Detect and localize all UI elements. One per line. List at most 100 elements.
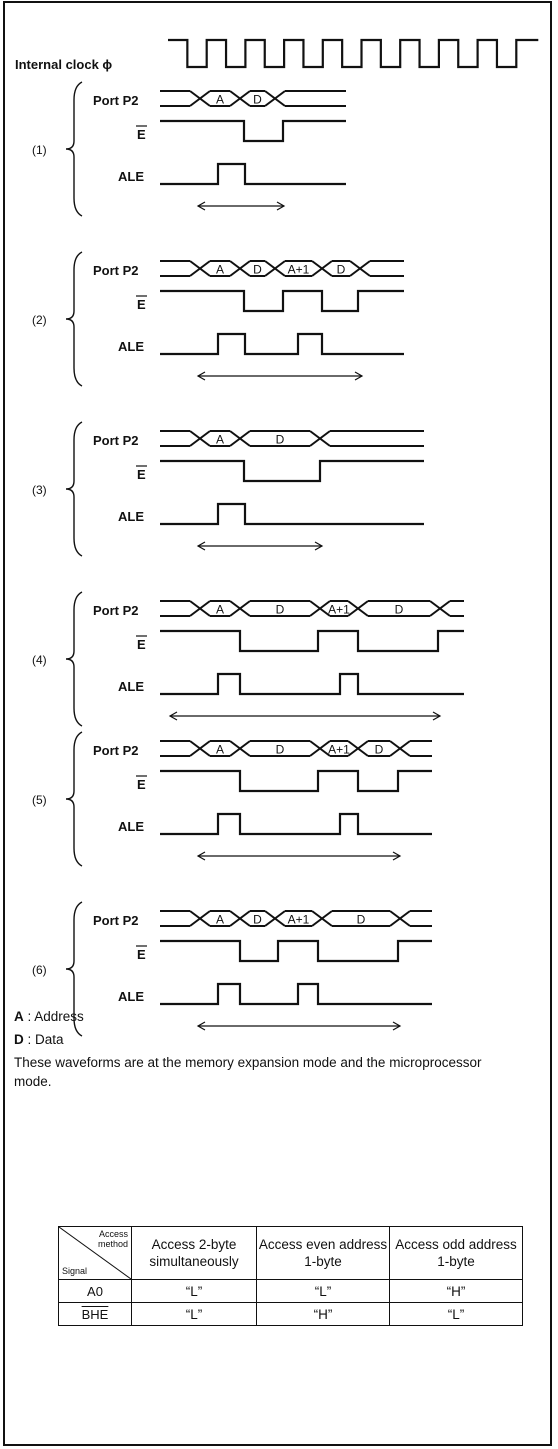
bus-value-label: D bbox=[253, 93, 262, 107]
bus-value-label: A bbox=[216, 603, 224, 617]
bus-value-label: A bbox=[216, 913, 224, 927]
bus-transition bbox=[229, 740, 251, 757]
table-cell: “L” bbox=[389, 1302, 523, 1326]
legend-key-d: D bbox=[14, 1032, 24, 1047]
ale-waveform bbox=[160, 812, 432, 836]
bus-transition bbox=[389, 910, 411, 927]
legend-sep-d: : bbox=[23, 1032, 36, 1047]
legend-key-a: A bbox=[14, 1009, 24, 1024]
clock-waveform bbox=[168, 38, 539, 69]
e-bar-label: E bbox=[137, 947, 146, 962]
bus-value-label: A+1 bbox=[328, 743, 350, 757]
table-cell: “L” bbox=[131, 1279, 257, 1303]
bus-value-label: D bbox=[253, 263, 262, 277]
bus-transition bbox=[189, 740, 211, 757]
table-row: BHE “L” “H” “L” bbox=[58, 1302, 523, 1326]
bus-value-label: A+1 bbox=[288, 913, 310, 927]
signal-a0-label: A0 bbox=[87, 1283, 103, 1299]
corner-diagonal bbox=[59, 1227, 131, 1279]
bus-value-label: D bbox=[276, 603, 285, 617]
access-table: Access method Signal Access 2-byte simul… bbox=[58, 1226, 523, 1326]
table-row: A0 “L” “L” “H” bbox=[58, 1279, 523, 1303]
case-brace bbox=[65, 421, 83, 557]
legend-text-a: Address bbox=[34, 1009, 84, 1024]
bus-value-label: D bbox=[337, 263, 346, 277]
bus-value-label: A bbox=[216, 743, 224, 757]
table-header-3: Access odd address 1-byte bbox=[389, 1226, 523, 1280]
table-cell: “L” bbox=[256, 1279, 390, 1303]
signal-a0: A0 bbox=[58, 1279, 132, 1303]
e-waveform bbox=[160, 629, 464, 653]
case-label: (3) bbox=[32, 483, 47, 497]
arrow-head-left bbox=[168, 711, 178, 721]
bus-transition bbox=[189, 910, 211, 927]
table-header-1: Access 2-byte simultaneously bbox=[131, 1226, 257, 1280]
bus-transition bbox=[189, 430, 211, 447]
e-waveform bbox=[160, 459, 424, 483]
bus-transition bbox=[229, 260, 251, 277]
port-p2-label: Port P2 bbox=[93, 93, 139, 108]
case-label: (1) bbox=[32, 143, 47, 157]
ale-label: ALE bbox=[118, 819, 144, 834]
table-corner-cell: Access method Signal bbox=[58, 1226, 132, 1280]
legend-text-d: Data bbox=[35, 1032, 64, 1047]
port-p2-label: Port P2 bbox=[93, 433, 139, 448]
bus-transition bbox=[264, 90, 286, 107]
bus-transition bbox=[189, 260, 211, 277]
bus-value-label: D bbox=[395, 603, 404, 617]
bus-transition bbox=[264, 910, 286, 927]
ale-waveform bbox=[160, 332, 404, 356]
arrow-head-left bbox=[196, 371, 206, 381]
table-cell: “H” bbox=[256, 1302, 390, 1326]
bus-value-label: A+1 bbox=[288, 263, 310, 277]
case-brace bbox=[65, 81, 83, 217]
legend-address: A : Address bbox=[14, 1008, 84, 1026]
bus-transition bbox=[311, 260, 333, 277]
case-label: (4) bbox=[32, 653, 47, 667]
arrow-head-left bbox=[196, 541, 206, 551]
e-bar-label: E bbox=[137, 297, 146, 312]
bus-transition bbox=[309, 600, 331, 617]
case-brace bbox=[65, 731, 83, 867]
arrow-head-right bbox=[432, 711, 442, 721]
legend-data: D : Data bbox=[14, 1031, 64, 1049]
table-header-2: Access even address 1-byte bbox=[256, 1226, 390, 1280]
signal-bhe-label: BHE bbox=[81, 1306, 109, 1322]
bus-transition bbox=[311, 910, 333, 927]
ale-waveform bbox=[160, 672, 464, 696]
page-frame bbox=[3, 1, 552, 1446]
bus-transition bbox=[229, 90, 251, 107]
arrow-head-left bbox=[196, 851, 206, 861]
bus-transition bbox=[229, 910, 251, 927]
case-brace bbox=[65, 591, 83, 727]
arrow-head-right bbox=[354, 371, 364, 381]
arrow-head-right bbox=[392, 851, 402, 861]
ale-waveform bbox=[160, 502, 424, 526]
bus-value-label: D bbox=[375, 743, 384, 757]
port-p2-label: Port P2 bbox=[93, 603, 139, 618]
bus-value-label: A bbox=[216, 263, 224, 277]
bus-transition bbox=[229, 430, 251, 447]
ale-label: ALE bbox=[118, 169, 144, 184]
legend-sep-a: : bbox=[23, 1009, 35, 1024]
table-header-row: Access method Signal Access 2-byte simul… bbox=[58, 1226, 523, 1280]
bus-transition bbox=[429, 600, 451, 617]
arrow-head-left bbox=[196, 1021, 206, 1031]
case-label: (5) bbox=[32, 793, 47, 807]
arrow-head-right bbox=[314, 541, 324, 551]
case-brace bbox=[65, 901, 83, 1037]
clock-label: Internal clock ϕ bbox=[15, 57, 112, 72]
ale-label: ALE bbox=[118, 679, 144, 694]
table-cell: “L” bbox=[131, 1302, 257, 1326]
case-label: (6) bbox=[32, 963, 47, 977]
case-brace bbox=[65, 251, 83, 387]
ale-waveform bbox=[160, 162, 346, 186]
signal-bhe: BHE bbox=[58, 1302, 132, 1326]
bus-transition bbox=[349, 260, 371, 277]
e-bar-label: E bbox=[137, 127, 146, 142]
bus-transition bbox=[189, 600, 211, 617]
port-p2-label: Port P2 bbox=[93, 263, 139, 278]
e-bar-label: E bbox=[137, 777, 146, 792]
bus-value-label: D bbox=[253, 913, 262, 927]
